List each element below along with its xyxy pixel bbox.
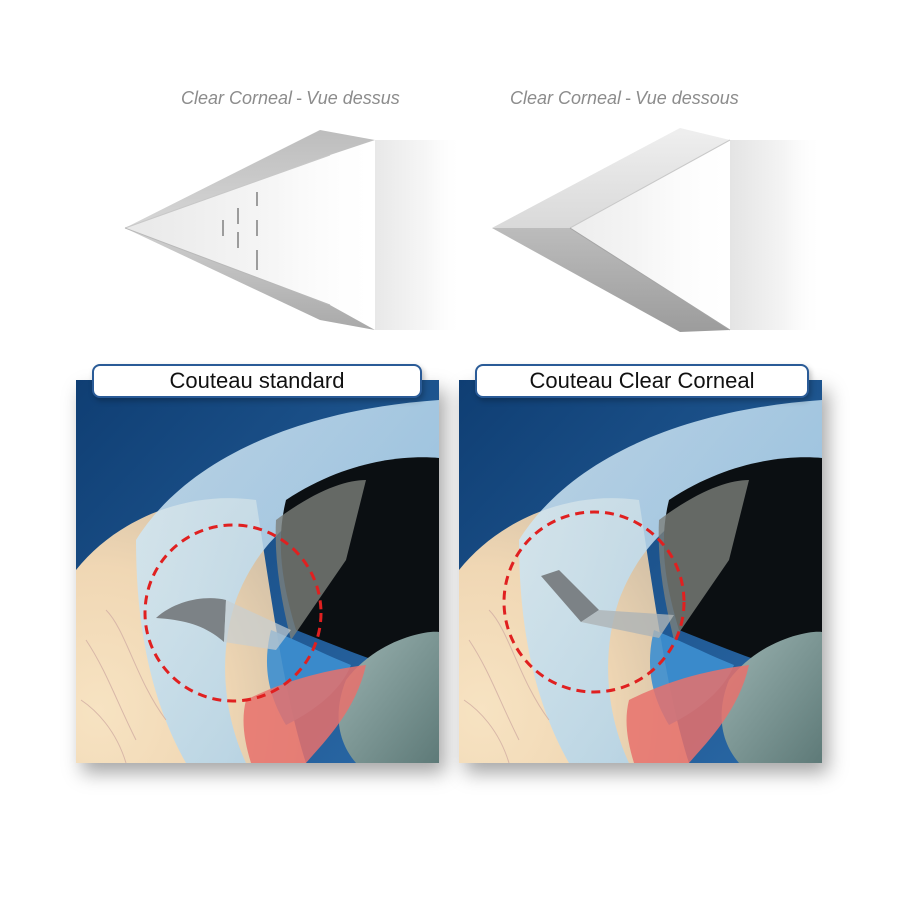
ciliary-body xyxy=(626,665,749,763)
cornea xyxy=(519,400,822,763)
lens xyxy=(721,631,822,763)
blade-facet xyxy=(492,128,730,228)
eye-cross-section-clear-corneal xyxy=(459,380,822,763)
incision-highlight-circle xyxy=(143,523,323,703)
depth-marks xyxy=(222,192,258,270)
blade-top-view-illustration xyxy=(120,120,460,340)
blade-shank xyxy=(730,140,820,330)
panel-title-standard: Couteau standard xyxy=(92,364,422,398)
blade-body xyxy=(492,128,730,330)
panel-title-clear-corneal: Couteau Clear Corneal xyxy=(475,364,809,398)
caption-top-view: Clear Corneal-Vue dessus xyxy=(181,88,400,109)
caption-view: Vue dessus xyxy=(306,88,400,108)
incision-highlight-circle xyxy=(502,510,686,694)
blade-shank xyxy=(375,140,460,330)
caption-separator: - xyxy=(296,88,303,108)
caption-view: Vue dessous xyxy=(635,88,739,108)
blade-bevel xyxy=(125,130,375,228)
caption-product: Clear Corneal xyxy=(181,88,293,108)
blade-body xyxy=(125,130,375,330)
blade-bevel xyxy=(125,228,375,330)
blade-bottom-view-illustration xyxy=(480,120,820,340)
standard-incision xyxy=(156,598,226,642)
caption-separator: - xyxy=(625,88,632,108)
caption-product: Clear Corneal xyxy=(510,88,622,108)
blade-facet xyxy=(492,228,730,332)
cornea xyxy=(136,400,439,763)
lens xyxy=(338,631,439,763)
clear-corneal-incision xyxy=(541,570,599,622)
caption-bottom-view: Clear Corneal-Vue dessous xyxy=(510,88,739,109)
eye-cross-section-standard xyxy=(76,380,439,763)
